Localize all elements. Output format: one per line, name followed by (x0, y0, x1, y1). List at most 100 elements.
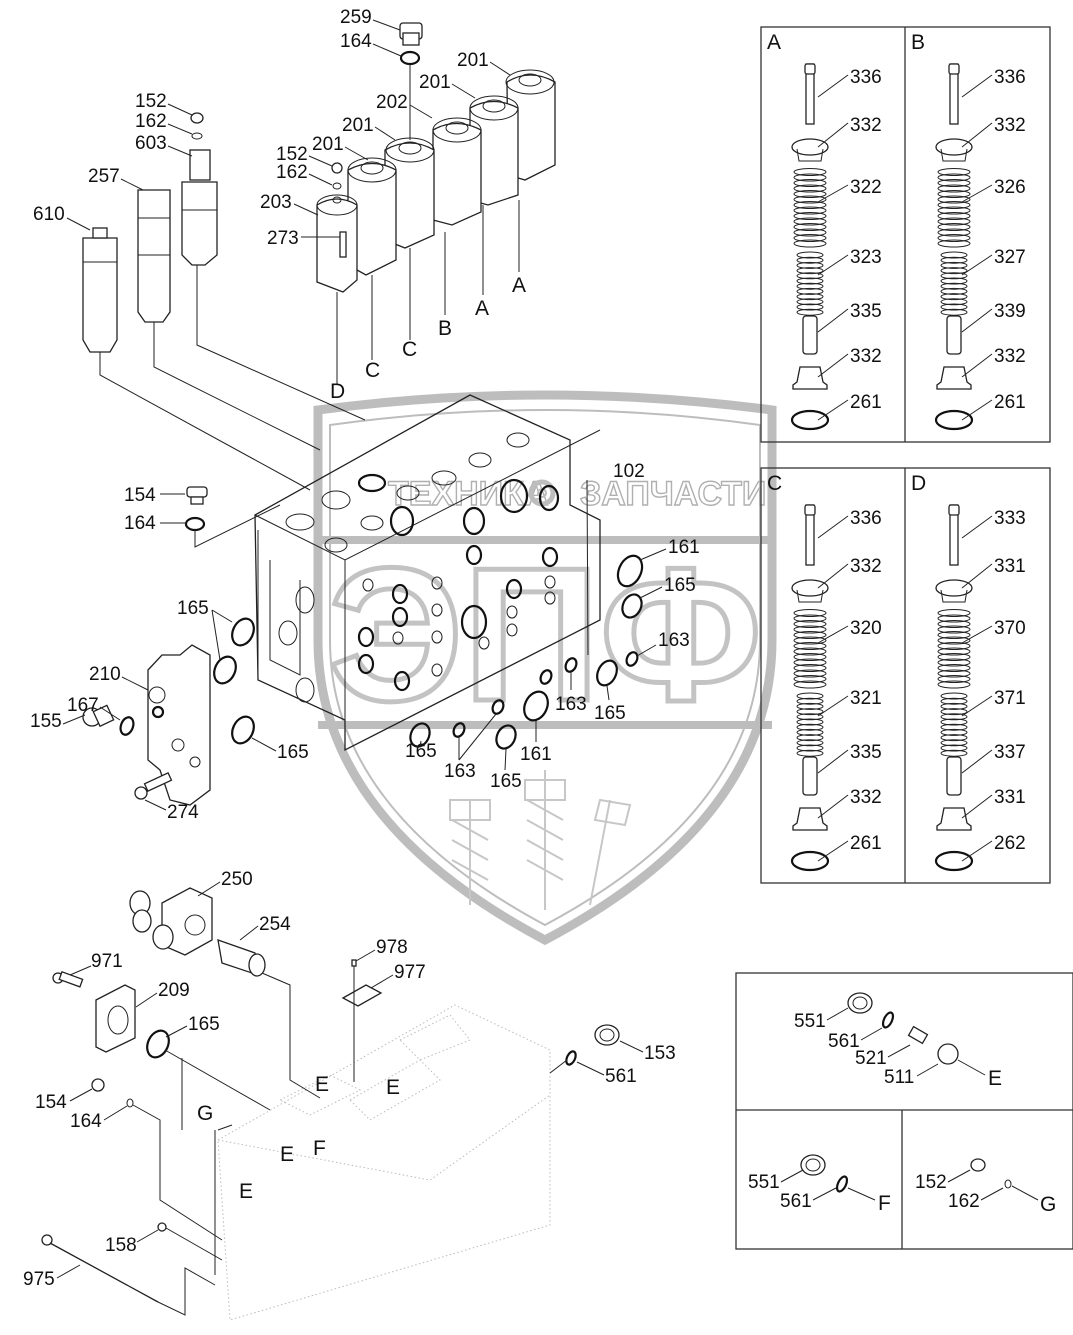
spring-coil (793, 168, 827, 176)
leader-line (961, 184, 993, 203)
callout-165: 165 (490, 771, 522, 792)
spring-coil (793, 223, 827, 231)
callout-371: 371 (994, 688, 1026, 709)
pin-part (946, 756, 962, 796)
spring-coil (940, 702, 968, 710)
callout-162: 162 (276, 162, 308, 183)
spring-coil (940, 749, 968, 757)
watermark-wheat-icon (449, 770, 632, 910)
plug-158 (157, 1222, 167, 1232)
spring-coil (793, 190, 827, 198)
block-250 (129, 887, 213, 956)
spring-521 (907, 1025, 929, 1045)
pilot-caps (316, 69, 556, 293)
ref-letter-a: A (512, 274, 526, 297)
leader-line (961, 254, 993, 276)
callout-971: 971 (91, 951, 123, 972)
callout-164: 164 (70, 1111, 102, 1132)
panel-ref-f: F (878, 1192, 891, 1215)
top-plug-259 (399, 22, 423, 66)
panel-ref-g: G (1040, 1193, 1056, 1216)
pin-part (946, 315, 962, 355)
leader-561 (549, 1059, 568, 1074)
spring-coil (937, 206, 971, 215)
callout-152: 152 (915, 1172, 947, 1193)
spring-coil (796, 256, 824, 264)
o-ring-165-l3 (231, 715, 255, 745)
spring-coil (937, 212, 971, 220)
callout-162: 162 (948, 1191, 980, 1212)
panel-letter: D (911, 472, 926, 495)
spring-coil (793, 609, 827, 617)
leader-610 (99, 352, 311, 491)
lower-callouts: 250 254 971 209 165 978 977 153 561 154 … (23, 869, 676, 1290)
spring-coil (937, 228, 971, 237)
bolt-274 (134, 772, 173, 800)
o-ring-part (790, 850, 830, 872)
callout-335: 335 (850, 301, 882, 322)
o-ring-part (934, 850, 974, 872)
retainer-part (791, 138, 829, 156)
spring-coil (940, 718, 968, 726)
watermark-text-right: ЗАПЧАСТИ (580, 475, 766, 513)
detail-panels: A336332322323335332261B33633232632733933… (767, 31, 1026, 872)
spring-coil (796, 713, 824, 721)
o-ring-161-r (616, 554, 644, 588)
spring-coil (796, 277, 824, 285)
callout-332: 332 (850, 787, 882, 808)
spring-coil (940, 282, 968, 290)
spring-coil (937, 179, 971, 187)
spring-coil (793, 179, 827, 187)
callout-261: 261 (994, 392, 1026, 413)
spring-coil (793, 620, 827, 628)
o-ring-561-e (881, 1011, 895, 1029)
spring-coil (937, 195, 971, 204)
spring-coil (937, 680, 971, 689)
retainer-part (935, 138, 973, 156)
leader-164-upper (194, 504, 281, 548)
spring-coil (793, 195, 827, 204)
spring-coil (793, 239, 827, 248)
callout-165: 165 (594, 703, 626, 724)
retainer-part (791, 579, 829, 597)
valve-603 (181, 149, 218, 266)
leader-line (817, 399, 849, 421)
spring-coil (940, 303, 968, 311)
spring-coil (796, 282, 824, 290)
callout-331: 331 (994, 556, 1026, 577)
o-ring-165-b2 (495, 724, 517, 750)
leader-603 (196, 265, 366, 421)
spring-coil (940, 734, 968, 742)
o-ring-part (934, 409, 974, 431)
cap-201-3 (384, 137, 435, 249)
spring-coil (796, 303, 824, 311)
o-ring-163-b2 (452, 722, 466, 738)
callout-155: 155 (30, 711, 62, 732)
callout-975: 975 (23, 1269, 55, 1290)
callout-163: 163 (658, 630, 690, 651)
callout-561: 561 (828, 1031, 860, 1052)
leader-line (961, 308, 993, 333)
spring-coil (937, 217, 971, 226)
spring-coil (937, 223, 971, 231)
callout-561: 561 (605, 1066, 637, 1087)
leader-line (961, 563, 993, 589)
leader-line (961, 794, 993, 819)
leader-line (961, 515, 993, 539)
callout-336: 336 (850, 508, 882, 529)
leader-164-lower (132, 1104, 223, 1241)
callout-321: 321 (850, 688, 882, 709)
spring-coil (937, 184, 971, 193)
callout-161: 161 (520, 744, 552, 765)
spring-coil (793, 234, 827, 242)
leader-line (817, 840, 849, 862)
callout-326: 326 (994, 177, 1026, 198)
retainer-part (935, 579, 973, 597)
spring-coil (937, 669, 971, 678)
spring-coil (937, 653, 971, 661)
ref-letter-c: C (365, 359, 380, 382)
o-ring-165-m (596, 659, 618, 687)
leader-254 (261, 972, 321, 1099)
